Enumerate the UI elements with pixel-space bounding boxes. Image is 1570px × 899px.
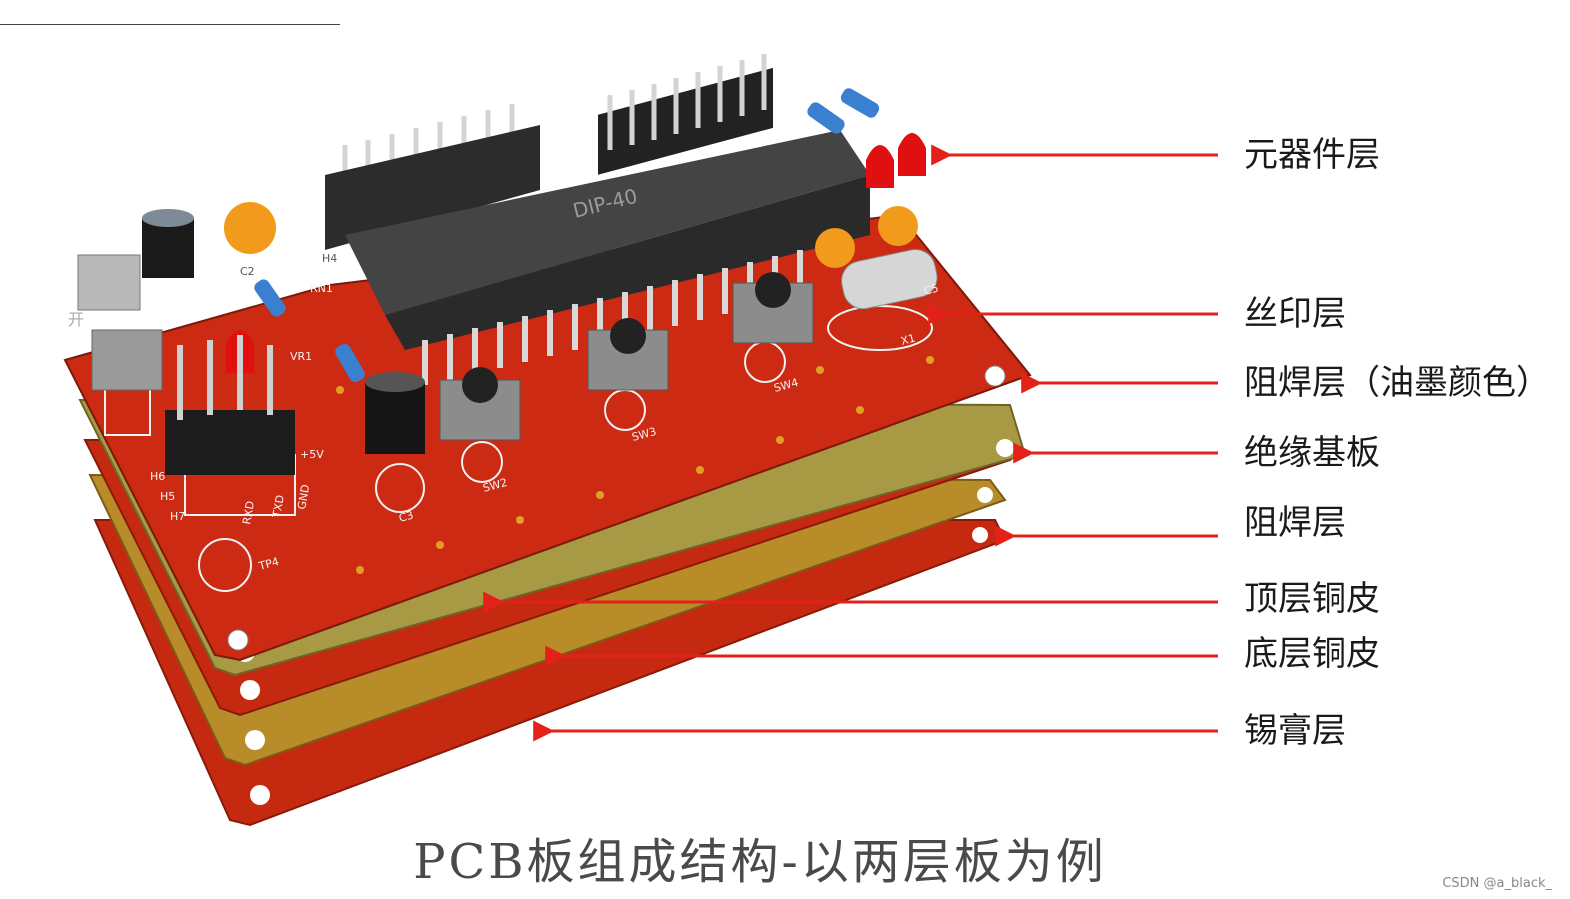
label-substrate-layer: 绝缘基板 <box>1244 433 1380 473</box>
silk-x1: X1 <box>899 332 916 348</box>
label-bottom-copper-layer: 底层铜皮 <box>1244 634 1380 674</box>
silk-h5: H5 <box>160 490 175 503</box>
label-soldermask-bottom-layer: 阻焊层 <box>1244 503 1346 543</box>
resistors <box>254 88 880 383</box>
silk-kai: 开 <box>68 310 84 329</box>
silk-gnd: GND <box>295 483 312 510</box>
crystal-x1 <box>841 248 938 310</box>
silk-h4: H4 <box>322 252 337 265</box>
silk-c3: C3 <box>397 509 415 525</box>
silk-tp4: TP4 <box>256 555 280 573</box>
slide-switch <box>77 254 163 391</box>
silk-sw3: SW3 <box>630 425 657 444</box>
label-top-copper-layer: 顶层铜皮 <box>1244 579 1380 619</box>
silk-txd: TXD <box>270 494 287 520</box>
silk-rxd: RXD <box>240 500 257 526</box>
component-layer: DIP-40 <box>68 54 940 573</box>
diagram-caption: PCB板组成结构-以两层板为例 <box>413 834 1107 890</box>
electrolytic-capacitors <box>142 209 425 454</box>
label-paste-layer: 锡膏层 <box>1244 711 1346 751</box>
label-component-layer: 元器件层 <box>1244 135 1380 175</box>
ceramic-capacitors <box>224 202 918 268</box>
silk-h7: H7 <box>170 510 185 523</box>
silk-rn1: RN1 <box>310 282 333 295</box>
top-divider-line <box>0 24 340 25</box>
silk-sw2: SW2 <box>481 476 508 495</box>
label-soldermask-top-layer: 阻焊层（油墨颜色） <box>1244 363 1550 403</box>
layer-pointer-arrows <box>483 144 1218 742</box>
silk-5v: +5V <box>300 448 324 461</box>
silk-sw4: SW4 <box>772 376 799 395</box>
label-silkscreen-layer: 丝印层 <box>1244 294 1346 334</box>
tactile-switches <box>439 272 814 441</box>
pin-header-back <box>325 54 773 250</box>
silk-c5: C5 <box>922 282 940 298</box>
pin-header-front <box>165 335 295 475</box>
watermark-text: CSDN @a_black_ <box>1442 876 1552 891</box>
silk-c2: C2 <box>240 265 255 278</box>
silk-vr1: VR1 <box>290 350 312 363</box>
silk-h6: H6 <box>150 470 165 483</box>
red-leds <box>226 133 926 373</box>
silkscreen-labels: SW2 SW3 SW4 C3 TP4 H5 H6 H7 +5V GND RXD … <box>68 252 940 573</box>
